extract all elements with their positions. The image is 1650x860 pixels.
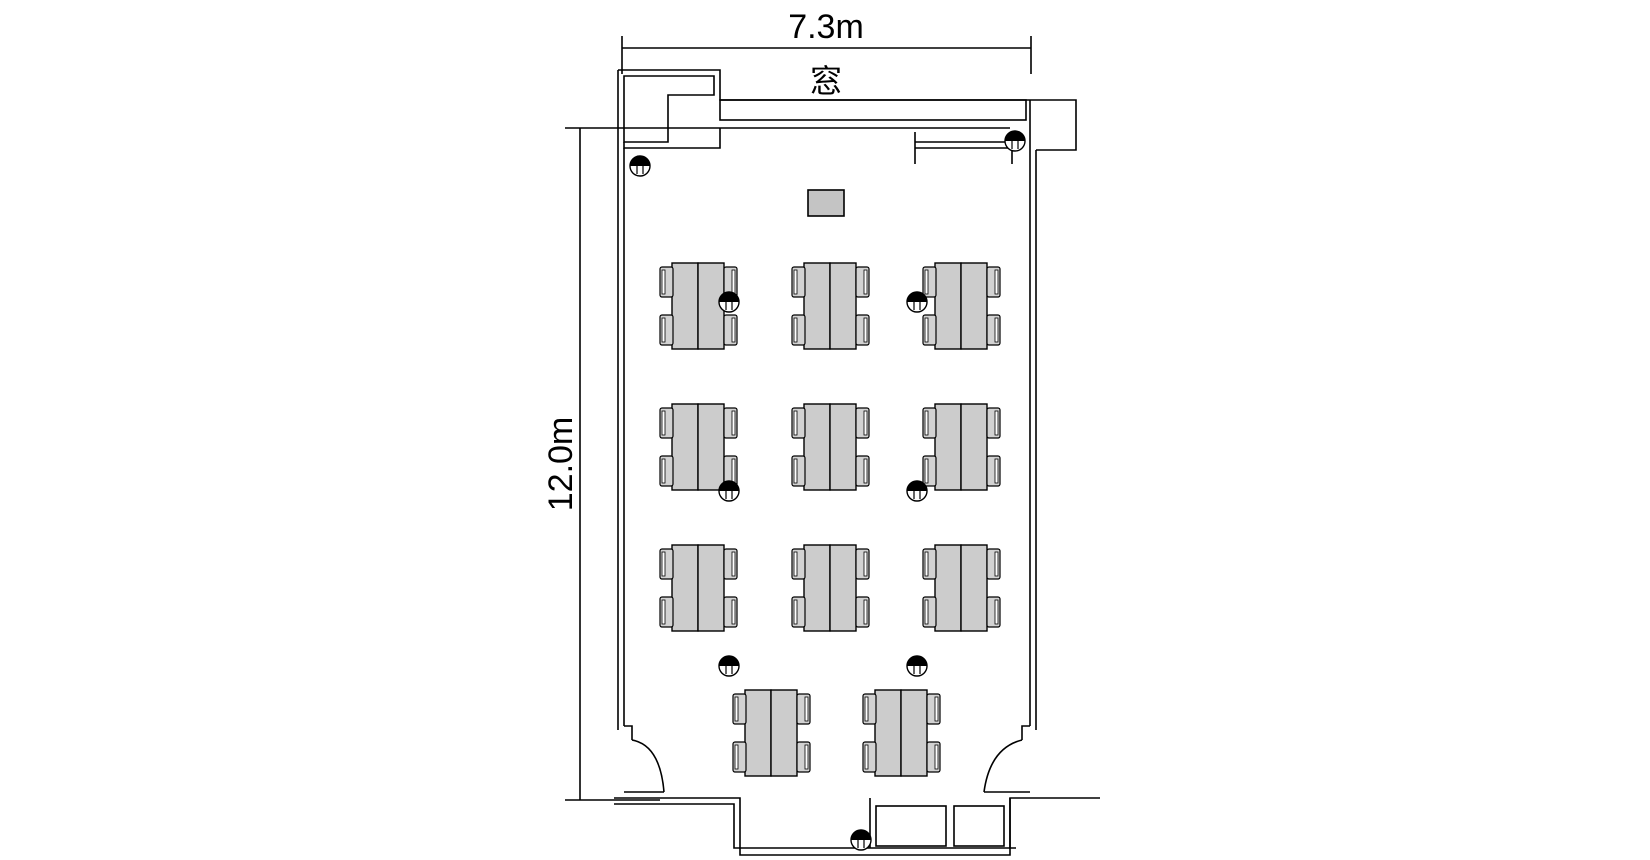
window-label: 窓 [810, 62, 842, 100]
power-outlet-icon [906, 655, 928, 677]
storage-unit [953, 805, 1005, 847]
table-icon [803, 544, 831, 632]
chair-icon [922, 548, 937, 580]
chair-icon [922, 455, 937, 487]
chair-icon [796, 741, 811, 773]
width-dimension-line [621, 36, 1032, 74]
table-icon [934, 262, 962, 350]
power-outlet-icon [718, 655, 740, 677]
chair-icon [659, 548, 674, 580]
table-icon [960, 262, 988, 350]
table-group [732, 689, 811, 777]
chair-icon [922, 314, 937, 346]
chair-icon [922, 407, 937, 439]
chair-icon [855, 548, 870, 580]
table-icon [900, 689, 928, 777]
table-group [659, 544, 738, 632]
chair-icon [723, 407, 738, 439]
chair-icon [723, 596, 738, 628]
table-group [791, 262, 870, 350]
height-label: 12.0m [542, 417, 580, 512]
table-icon [934, 403, 962, 491]
chair-icon [723, 455, 738, 487]
chair-icon [791, 266, 806, 298]
table-icon [744, 689, 772, 777]
table-group [922, 403, 1001, 491]
table-group [659, 262, 738, 350]
podium [807, 189, 845, 217]
table-icon [829, 403, 857, 491]
chair-icon [862, 693, 877, 725]
chair-icon [659, 314, 674, 346]
chair-icon [922, 596, 937, 628]
table-icon [671, 262, 699, 350]
chair-icon [926, 741, 941, 773]
chair-icon [659, 596, 674, 628]
chair-icon [659, 266, 674, 298]
chair-icon [791, 548, 806, 580]
table-icon [829, 262, 857, 350]
chair-icon [986, 596, 1001, 628]
chair-icon [732, 693, 747, 725]
table-group [922, 262, 1001, 350]
chair-icon [855, 266, 870, 298]
chair-icon [791, 314, 806, 346]
chair-icon [791, 455, 806, 487]
power-outlet-icon [1004, 130, 1026, 152]
height-dimension-line [565, 127, 1010, 801]
storage-unit [875, 805, 947, 847]
table-icon [829, 544, 857, 632]
chair-icon [986, 548, 1001, 580]
chair-icon [986, 266, 1001, 298]
power-outlet-icon [718, 291, 740, 313]
table-group [922, 544, 1001, 632]
table-icon [697, 544, 725, 632]
table-icon [960, 544, 988, 632]
power-outlet-icon [850, 829, 872, 851]
chair-icon [855, 596, 870, 628]
chair-icon [855, 455, 870, 487]
chair-icon [986, 314, 1001, 346]
power-outlet-icon [906, 480, 928, 502]
chair-icon [986, 407, 1001, 439]
power-outlet-icon [718, 480, 740, 502]
power-outlet-icon [906, 291, 928, 313]
chair-icon [855, 407, 870, 439]
window-sill [719, 99, 1027, 121]
chair-icon [855, 314, 870, 346]
chair-icon [796, 693, 811, 725]
chair-icon [862, 741, 877, 773]
table-icon [934, 544, 962, 632]
chair-icon [791, 407, 806, 439]
table-icon [671, 403, 699, 491]
outlet-layer [629, 130, 1026, 851]
chair-icon [723, 266, 738, 298]
furniture-layer [659, 262, 1001, 777]
table-group [659, 403, 738, 491]
table-group [862, 689, 941, 777]
chair-icon [723, 314, 738, 346]
chair-icon [659, 407, 674, 439]
power-outlet-icon [629, 155, 651, 177]
table-group [791, 403, 870, 491]
table-icon [671, 544, 699, 632]
chair-icon [732, 741, 747, 773]
table-icon [803, 262, 831, 350]
table-icon [960, 403, 988, 491]
width-label: 7.3m [788, 8, 864, 46]
table-icon [874, 689, 902, 777]
chair-icon [922, 266, 937, 298]
chair-icon [791, 596, 806, 628]
table-icon [803, 403, 831, 491]
table-icon [697, 403, 725, 491]
chair-icon [986, 455, 1001, 487]
room-walls [614, 69, 1100, 856]
chair-icon [659, 455, 674, 487]
table-group [791, 544, 870, 632]
chair-icon [926, 693, 941, 725]
door-swing-icon [624, 725, 1030, 793]
chair-icon [723, 548, 738, 580]
table-icon [770, 689, 798, 777]
